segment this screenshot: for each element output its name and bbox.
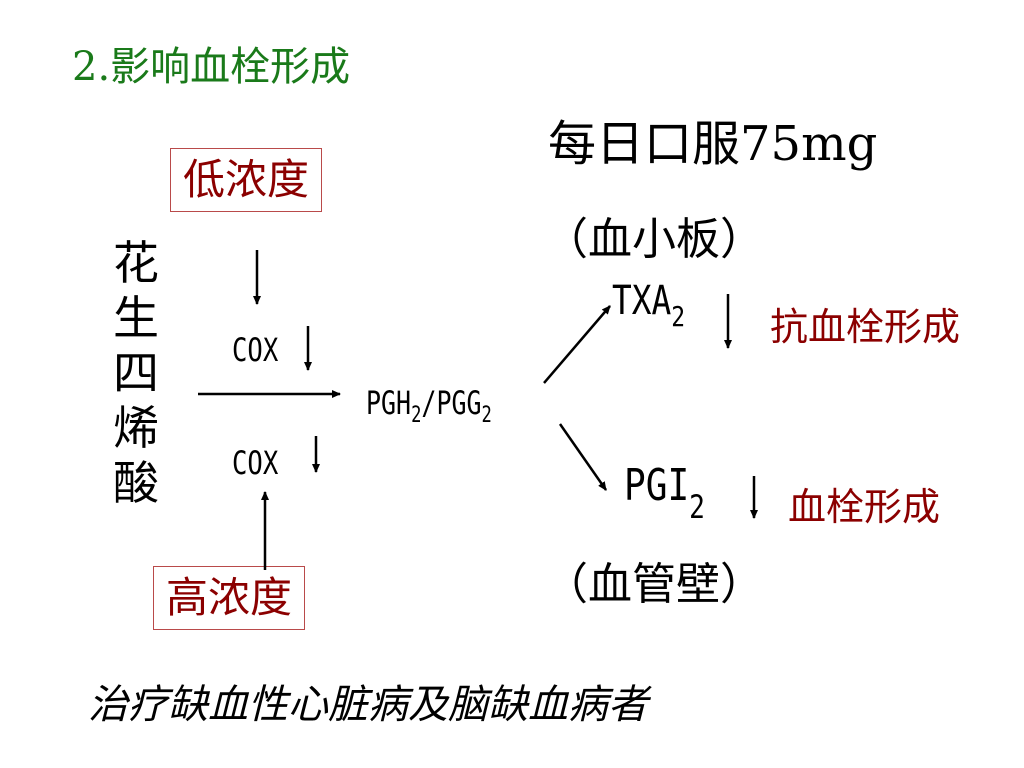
arachidonic-acid-char: 烯 <box>113 401 159 455</box>
arachidonic-acid-char: 生 <box>113 291 159 345</box>
arachidonic-acid-char: 酸 <box>113 456 159 510</box>
slide-heading: 2.影响血栓形成 <box>72 44 351 90</box>
pgg-text: /PGG <box>421 384 482 422</box>
arachidonic-acid-label: 花 生 四 烯 酸 <box>108 236 164 511</box>
pgh-subscript: 2 <box>411 403 422 428</box>
pgh-pgg-label: PGH2/PGG2 <box>366 384 492 428</box>
low-concentration-box: 低浓度 <box>170 148 323 212</box>
pgi-text: PGI <box>624 460 690 511</box>
arachidonic-acid-char: 花 <box>113 236 159 290</box>
txa-subscript: 2 <box>671 300 686 333</box>
to-txa2-arrow <box>543 305 611 384</box>
high-concentration-box: 高浓度 <box>153 566 306 630</box>
indication-text: 治疗缺血性心脏病及脑缺血病者 <box>88 682 648 728</box>
txa2-label: TXA2 <box>612 278 685 333</box>
cox-label-top: COX <box>232 331 279 369</box>
dose-text: 每日口服75mg <box>548 116 878 172</box>
cox-label-bottom: COX <box>232 444 279 482</box>
txa-text: TXA <box>612 278 672 324</box>
pgi2-label: PGI2 <box>624 460 705 526</box>
pgg-subscript: 2 <box>481 403 492 428</box>
pgi-subscript: 2 <box>689 488 705 526</box>
platelet-label: （血小板） <box>544 214 764 265</box>
vessel-wall-label: （血管壁） <box>544 559 764 610</box>
anti-thrombosis-effect: 抗血栓形成 <box>770 305 961 349</box>
pgh-text: PGH <box>366 384 412 422</box>
to-pgi2-arrow <box>558 423 608 491</box>
thrombosis-effect: 血栓形成 <box>788 485 941 529</box>
arachidonic-acid-char: 四 <box>113 346 159 400</box>
